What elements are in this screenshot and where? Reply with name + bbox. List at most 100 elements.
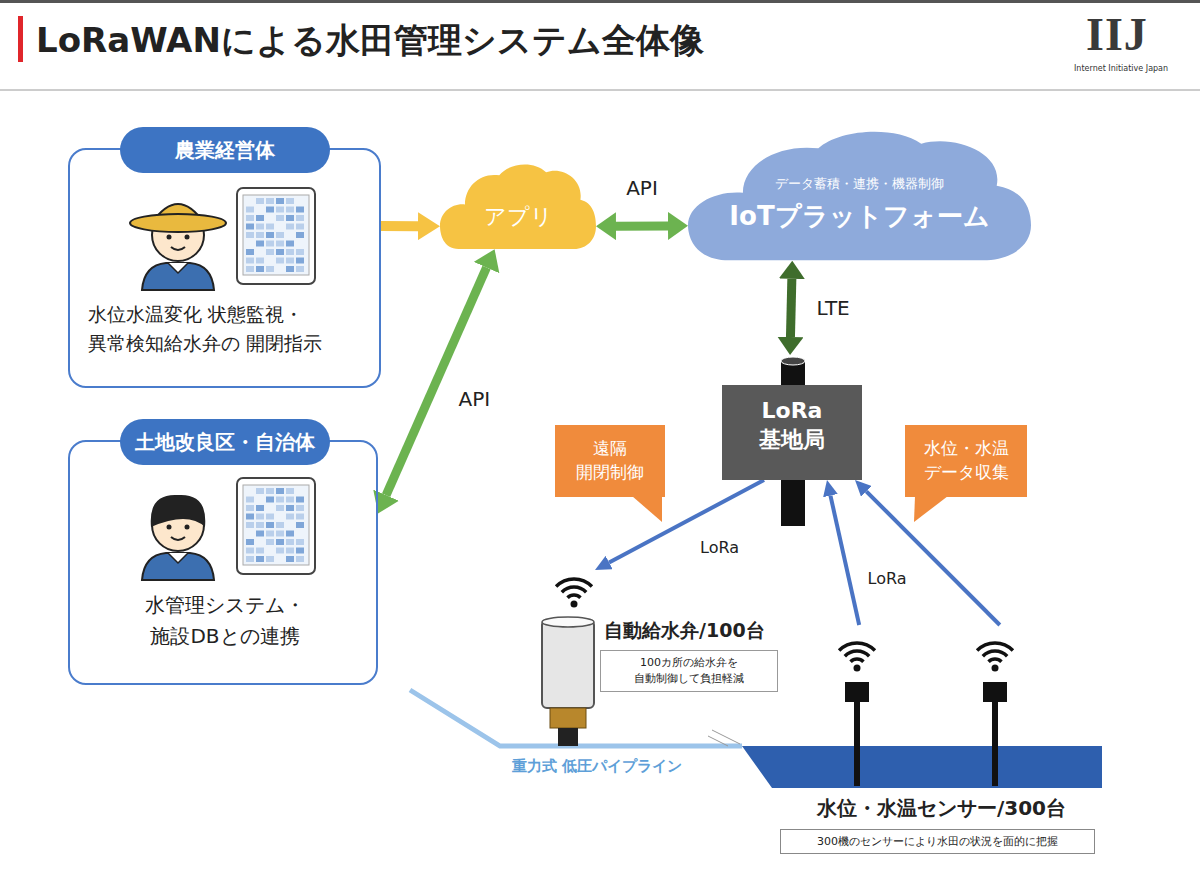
- node-text: 300機のセンサーにより水田の状況を面的に把握: [780, 829, 1095, 854]
- screen-cell: [246, 522, 254, 528]
- valve-top: [542, 617, 594, 627]
- screen-cell: [276, 232, 284, 238]
- top-edge: [0, 0, 1200, 3]
- screen-cell: [296, 514, 304, 520]
- valve-brass: [550, 708, 586, 728]
- node-heading: 農業経営体: [120, 127, 330, 173]
- wireless-arc: [556, 579, 592, 587]
- screen-cell: [296, 497, 304, 503]
- app-cloud: アプリ: [440, 160, 596, 252]
- title-bar: [18, 16, 23, 62]
- screen-cell: [296, 539, 304, 545]
- screen-cell: [276, 497, 284, 503]
- logo-caption: Internet Initiative Japan: [1074, 64, 1168, 73]
- screen-cell: [256, 258, 264, 264]
- farmer-figure: [130, 204, 226, 290]
- screen-cell: [286, 241, 294, 247]
- wireless-arc: [989, 659, 1002, 662]
- wireless-arc: [845, 651, 869, 656]
- screen-cell: [256, 556, 264, 562]
- screen-cell: [246, 224, 254, 230]
- wireless-symbol: [977, 643, 1013, 672]
- screen-cell: [266, 207, 274, 213]
- screen-cell: [286, 531, 294, 537]
- node-heading: 水位・水温センサー/300台: [770, 795, 1113, 822]
- collar: [168, 263, 188, 273]
- api-arrow: [616, 221, 668, 230]
- screen-cell: [276, 207, 284, 213]
- callout-box: 水位・水温 データ収集: [905, 425, 1027, 497]
- node-text: 遠隔 開閉制御: [565, 437, 655, 485]
- screen-cell: [266, 224, 274, 230]
- edge-label: API: [623, 176, 661, 200]
- screen-cell: [266, 266, 274, 272]
- screen-cell: [246, 215, 254, 221]
- node-text: 100カ所の給水弁を 自動制御して負担軽減: [600, 650, 778, 692]
- screen-cell: [266, 232, 274, 238]
- screen-cell: [276, 198, 284, 204]
- logo-text: IIJ: [1086, 8, 1148, 61]
- api-arrow: [386, 268, 486, 496]
- cloud-shape: [688, 125, 1031, 265]
- diagram-title: LoRaWANによる水田管理システム全体像: [36, 18, 704, 64]
- callout-box: 遠隔 開閉制御: [555, 425, 665, 497]
- screen-cell: [256, 266, 264, 272]
- screen-cell: [276, 215, 284, 221]
- title-rule: [0, 90, 1200, 91]
- pipeline-mark: [708, 730, 740, 746]
- screen-cell: [286, 207, 294, 213]
- screen-cell: [266, 497, 274, 503]
- edge-label: LoRa: [697, 538, 742, 557]
- screen-cell: [296, 522, 304, 528]
- official-figure: [142, 495, 214, 580]
- screen-cell: [286, 488, 294, 494]
- screen-cell: [266, 531, 274, 537]
- screen-cell: [276, 522, 284, 528]
- shirt: [142, 263, 214, 290]
- screen-cell: [246, 505, 254, 511]
- wireless-dot: [854, 665, 861, 672]
- tablet-screen: [243, 195, 309, 275]
- screen-cell: [256, 505, 264, 511]
- wireless-symbol: [839, 643, 875, 672]
- screen-cell: [296, 215, 304, 221]
- screen-cell: [266, 198, 274, 204]
- screen-cell: [266, 556, 274, 562]
- screen-cell: [276, 531, 284, 537]
- base-station: LoRa 基地局: [722, 355, 862, 480]
- screen-cell: [276, 539, 284, 545]
- sensor-head: [983, 682, 1007, 702]
- screen-cell: [296, 224, 304, 230]
- organization-panel: 土地改良区・自治体水管理システム・ 施設DBとの連携: [68, 440, 378, 685]
- screen-cell: [246, 232, 254, 238]
- sensor-rod: [992, 702, 998, 786]
- wireless-arc: [839, 643, 875, 651]
- eye: [185, 235, 190, 240]
- pipeline-label: 重力式 低圧パイプライン: [512, 757, 682, 776]
- screen-cell: [246, 207, 254, 213]
- node-text: 水位水温変化 状態監視・異常検知給水弁の 開閉指示: [88, 300, 373, 357]
- screen-cell: [296, 232, 304, 238]
- screen-cell: [246, 497, 254, 503]
- tablet-icon: [237, 478, 315, 574]
- screen-cell: [256, 488, 264, 494]
- screen-cell: [296, 258, 304, 264]
- tablet-body: [237, 188, 315, 284]
- hat-brim: [130, 214, 226, 232]
- node-text: 水管理システム・ 施設DBとの連携: [125, 590, 325, 652]
- screen-cell: [286, 539, 294, 545]
- screen-cell: [286, 514, 294, 520]
- screen-cell: [256, 241, 264, 247]
- screen-cell: [256, 548, 264, 554]
- screen-cell: [296, 548, 304, 554]
- tablet-body: [237, 478, 315, 574]
- screen-cell: [256, 232, 264, 238]
- screen-cell: [296, 249, 304, 255]
- node-text: IoTプラットフォーム: [688, 199, 1031, 234]
- screen-cell: [276, 258, 284, 264]
- lora-arrow: [830, 496, 859, 625]
- wireless-arc: [977, 643, 1013, 651]
- screen-cell: [246, 539, 254, 545]
- lte-arrow: [790, 279, 791, 337]
